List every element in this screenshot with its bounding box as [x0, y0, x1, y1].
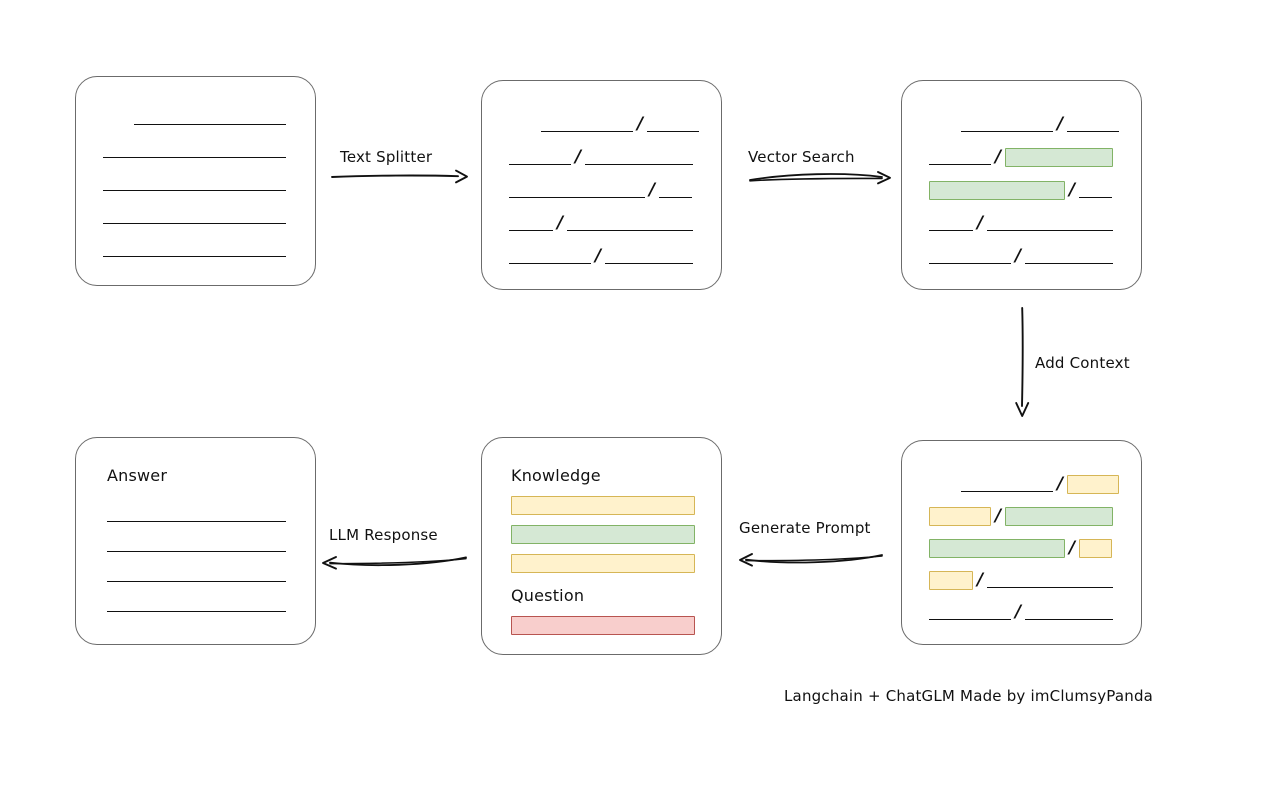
source-document-rule-1 — [103, 157, 286, 158]
source-document-rule-4 — [103, 256, 286, 257]
retrieved-chunks-row-3-right-line — [987, 230, 1114, 231]
edge-label-vector-search: Vector Search — [748, 148, 855, 166]
arrow-text-splitter — [331, 169, 468, 184]
context-chunks-row-2-right-chip-yellow — [1079, 538, 1113, 558]
retrieved-chunks-row-3-separator: / — [977, 212, 984, 233]
split-chunks-row-1: / — [509, 146, 694, 167]
split-chunks-row-3-left-line — [509, 230, 553, 231]
edge-label-llm-response: LLM Response — [329, 526, 438, 544]
context-chunks-row-0-left-line — [961, 491, 1053, 492]
split-chunks-row-4-separator: / — [595, 245, 602, 266]
split-chunks-row-4-right-line — [605, 263, 694, 264]
arrow-llm-response — [322, 556, 467, 570]
knowledge-bar-0-yellow — [511, 496, 695, 515]
node-split-chunks[interactable]: / / / / / — [481, 80, 722, 290]
node-answer[interactable]: Answer — [75, 437, 316, 645]
source-document-rule-2 — [103, 190, 286, 191]
context-chunks-row-4-left-line — [929, 619, 1011, 620]
context-chunks-row-0: / — [961, 473, 1120, 494]
retrieved-chunks-row-1: / — [929, 146, 1114, 167]
split-chunks-row-4: / — [509, 245, 694, 266]
context-chunks-row-1: / — [929, 505, 1114, 526]
retrieved-chunks-row-0: / — [961, 113, 1120, 134]
split-chunks-lines: / / / / / — [482, 81, 721, 289]
context-chunks-row-1-right-chip-green — [1005, 506, 1114, 526]
split-chunks-row-0-left-line — [541, 131, 633, 132]
split-chunks-row-2: / — [509, 179, 693, 200]
context-chunks-row-4: / — [929, 601, 1114, 622]
retrieved-chunks-row-0-right-line — [1067, 131, 1120, 132]
split-chunks-row-3: / — [509, 212, 694, 233]
edge-label-add-context: Add Context — [1035, 354, 1130, 372]
split-chunks-row-2-left-line — [509, 197, 645, 198]
split-chunks-row-0-right-line — [647, 131, 700, 132]
context-chunks-row-3-left-chip-yellow — [929, 570, 973, 590]
context-chunks-row-0-separator: / — [1057, 473, 1064, 494]
context-chunks-row-2-left-chip-green — [929, 538, 1065, 558]
context-chunks-row-3-right-line — [987, 587, 1114, 588]
retrieved-chunks-row-2-right-line — [1079, 197, 1113, 198]
source-document-lines — [76, 77, 315, 285]
split-chunks-row-2-right-line — [659, 197, 693, 198]
context-chunks-row-2-separator: / — [1069, 537, 1076, 558]
retrieved-chunks-row-4-left-line — [929, 263, 1011, 264]
source-document-rule-3 — [103, 223, 286, 224]
node-source-document[interactable] — [75, 76, 316, 286]
context-chunks-row-3: / — [929, 569, 1114, 590]
context-chunks-row-3-separator: / — [977, 569, 984, 590]
retrieved-chunks-lines: / / / / / — [902, 81, 1141, 289]
retrieved-chunks-row-3-left-line — [929, 230, 973, 231]
retrieved-chunks-row-4-separator: / — [1015, 245, 1022, 266]
arrow-vector-search — [749, 171, 891, 185]
split-chunks-row-0-separator: / — [637, 113, 644, 134]
split-chunks-row-1-separator: / — [575, 146, 582, 167]
node-prompt[interactable]: Knowledge Question — [481, 437, 722, 655]
split-chunks-row-1-right-line — [585, 164, 694, 165]
context-chunks-row-2: / — [929, 537, 1113, 558]
retrieved-chunks-row-2-left-chip-green — [929, 180, 1065, 200]
answer-lines — [76, 438, 315, 644]
answer-title: Answer — [107, 466, 168, 485]
answer-rule-2 — [107, 581, 286, 582]
answer-rule-1 — [107, 551, 286, 552]
question-bar-0-red — [511, 616, 695, 635]
split-chunks-row-0: / — [541, 113, 700, 134]
prompt-bars — [482, 438, 721, 654]
retrieved-chunks-row-4-right-line — [1025, 263, 1114, 264]
node-retrieved-chunks[interactable]: / / / / / — [901, 80, 1142, 290]
knowledge-section-title: Knowledge — [511, 466, 601, 485]
retrieved-chunks-row-1-separator: / — [995, 146, 1002, 167]
retrieved-chunks-row-1-right-chip-green — [1005, 147, 1114, 167]
split-chunks-row-3-right-line — [567, 230, 694, 231]
edge-label-text-splitter: Text Splitter — [340, 148, 433, 166]
source-document-rule-0 — [134, 124, 286, 125]
knowledge-bar-2-yellow — [511, 554, 695, 573]
retrieved-chunks-row-1-left-line — [929, 164, 991, 165]
retrieved-chunks-row-0-separator: / — [1057, 113, 1064, 134]
split-chunks-row-4-left-line — [509, 263, 591, 264]
node-context-chunks[interactable]: / / / / / — [901, 440, 1142, 645]
context-chunks-row-4-separator: / — [1015, 601, 1022, 622]
edge-label-generate-prompt: Generate Prompt — [739, 519, 871, 537]
question-section-title: Question — [511, 586, 585, 605]
arrow-add-context — [1015, 307, 1030, 417]
split-chunks-row-3-separator: / — [557, 212, 564, 233]
knowledge-bar-1-green — [511, 525, 695, 544]
answer-rule-0 — [107, 521, 286, 522]
answer-rule-3 — [107, 611, 286, 612]
context-chunks-lines: / / / / / — [902, 441, 1141, 644]
retrieved-chunks-row-4: / — [929, 245, 1114, 266]
retrieved-chunks-row-2-separator: / — [1069, 179, 1076, 200]
context-chunks-row-1-separator: / — [995, 505, 1002, 526]
diagram-caption: Langchain + ChatGLM Made by imClumsyPand… — [784, 687, 1154, 705]
retrieved-chunks-row-0-left-line — [961, 131, 1053, 132]
context-chunks-row-1-left-chip-yellow — [929, 506, 991, 526]
split-chunks-row-1-left-line — [509, 164, 571, 165]
retrieved-chunks-row-3: / — [929, 212, 1114, 233]
retrieved-chunks-row-2: / — [929, 179, 1113, 200]
context-chunks-row-0-right-chip-yellow — [1067, 474, 1120, 494]
context-chunks-row-4-right-line — [1025, 619, 1114, 620]
arrow-generate-prompt — [739, 553, 883, 567]
split-chunks-row-2-separator: / — [649, 179, 656, 200]
